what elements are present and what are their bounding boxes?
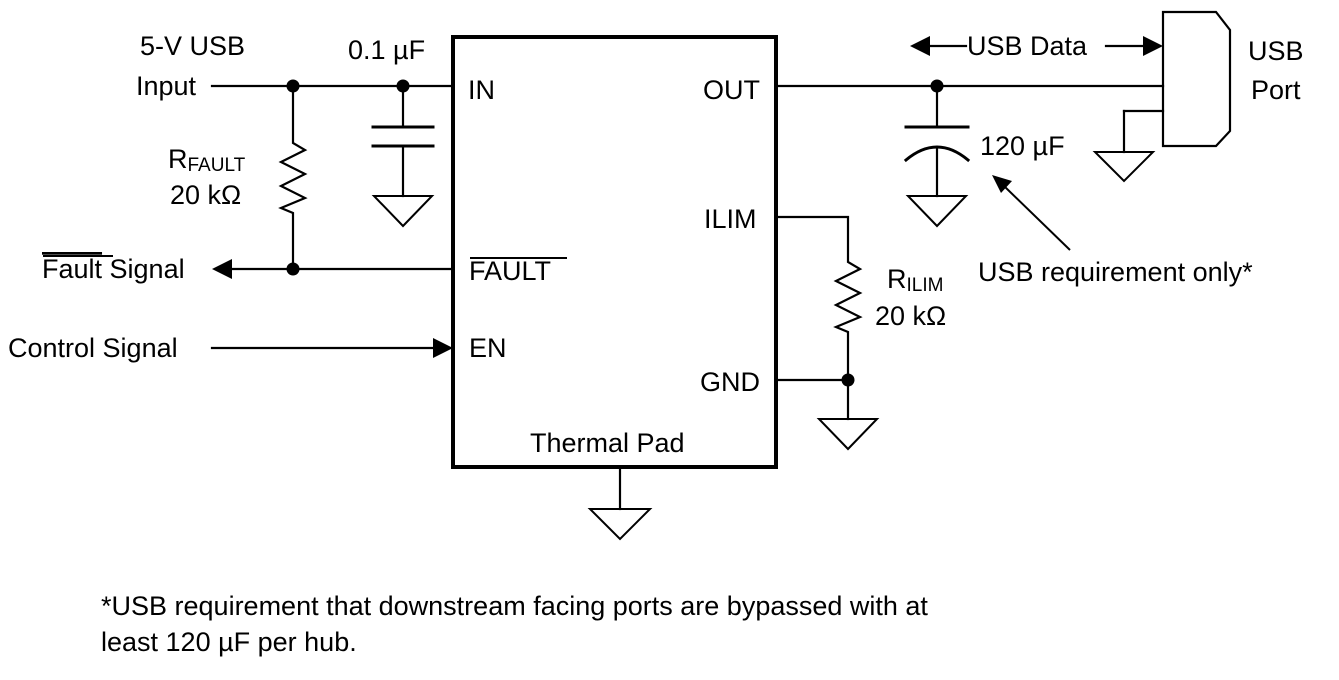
ground-symbol bbox=[905, 195, 969, 228]
ground-symbol bbox=[371, 195, 435, 228]
usb-port-label: USB bbox=[1248, 36, 1304, 66]
ic-body bbox=[451, 35, 778, 469]
pin-gnd-label: GND bbox=[700, 367, 760, 397]
usb-data-label: USB Data bbox=[967, 31, 1088, 61]
footnote: *USB requirement that downstream facing … bbox=[101, 588, 1101, 660]
supply-label: 5-V USB bbox=[140, 31, 245, 61]
rilim-resistor bbox=[774, 215, 863, 382]
pin-ilim-label: ILIM bbox=[704, 204, 757, 234]
pin-en-label: EN bbox=[469, 333, 507, 363]
requirement-pointer-arrowhead bbox=[992, 175, 1012, 193]
thermal-pad-label: Thermal Pad bbox=[530, 428, 685, 458]
control-signal-label: Control Signal bbox=[8, 333, 178, 363]
usb-requirement-label: USB requirement only* bbox=[978, 257, 1253, 287]
fault-arrowhead bbox=[212, 259, 232, 279]
enable-arrowhead bbox=[433, 338, 453, 358]
pin-in-label: IN bbox=[468, 75, 495, 105]
rilim-label: RILIM bbox=[887, 264, 943, 296]
junction-dot bbox=[286, 262, 300, 276]
supply-label: Input bbox=[136, 71, 197, 101]
pin-out-label: OUT bbox=[703, 75, 760, 105]
ground-symbol bbox=[816, 418, 880, 451]
usb-port-connector bbox=[1161, 10, 1232, 148]
rilim-value: 20 kΩ bbox=[875, 301, 946, 331]
usb-data-arrowhead-right bbox=[1143, 36, 1163, 56]
usb-port-label: Port bbox=[1251, 75, 1301, 105]
output-capacitor bbox=[903, 84, 971, 198]
fault-signal-label: Fault Signal bbox=[42, 254, 185, 284]
footnote-line: *USB requirement that downstream facing … bbox=[101, 591, 928, 621]
input-capacitor-value: 0.1 µF bbox=[348, 35, 425, 65]
output-capacitor-value: 120 µF bbox=[980, 131, 1065, 161]
input-capacitor bbox=[371, 84, 435, 198]
rfault-resistor bbox=[278, 84, 308, 271]
usb-data-arrowhead-left bbox=[910, 36, 930, 56]
requirement-pointer-line bbox=[1003, 185, 1071, 251]
footnote-line: least 120 µF per hub. bbox=[101, 627, 357, 657]
rfault-value: 20 kΩ bbox=[170, 180, 241, 210]
ground-symbol bbox=[1092, 151, 1156, 183]
pin-fault-label: FAULT bbox=[469, 256, 551, 286]
rfault-label: RFAULT bbox=[168, 144, 246, 176]
ground-symbol bbox=[587, 508, 653, 541]
